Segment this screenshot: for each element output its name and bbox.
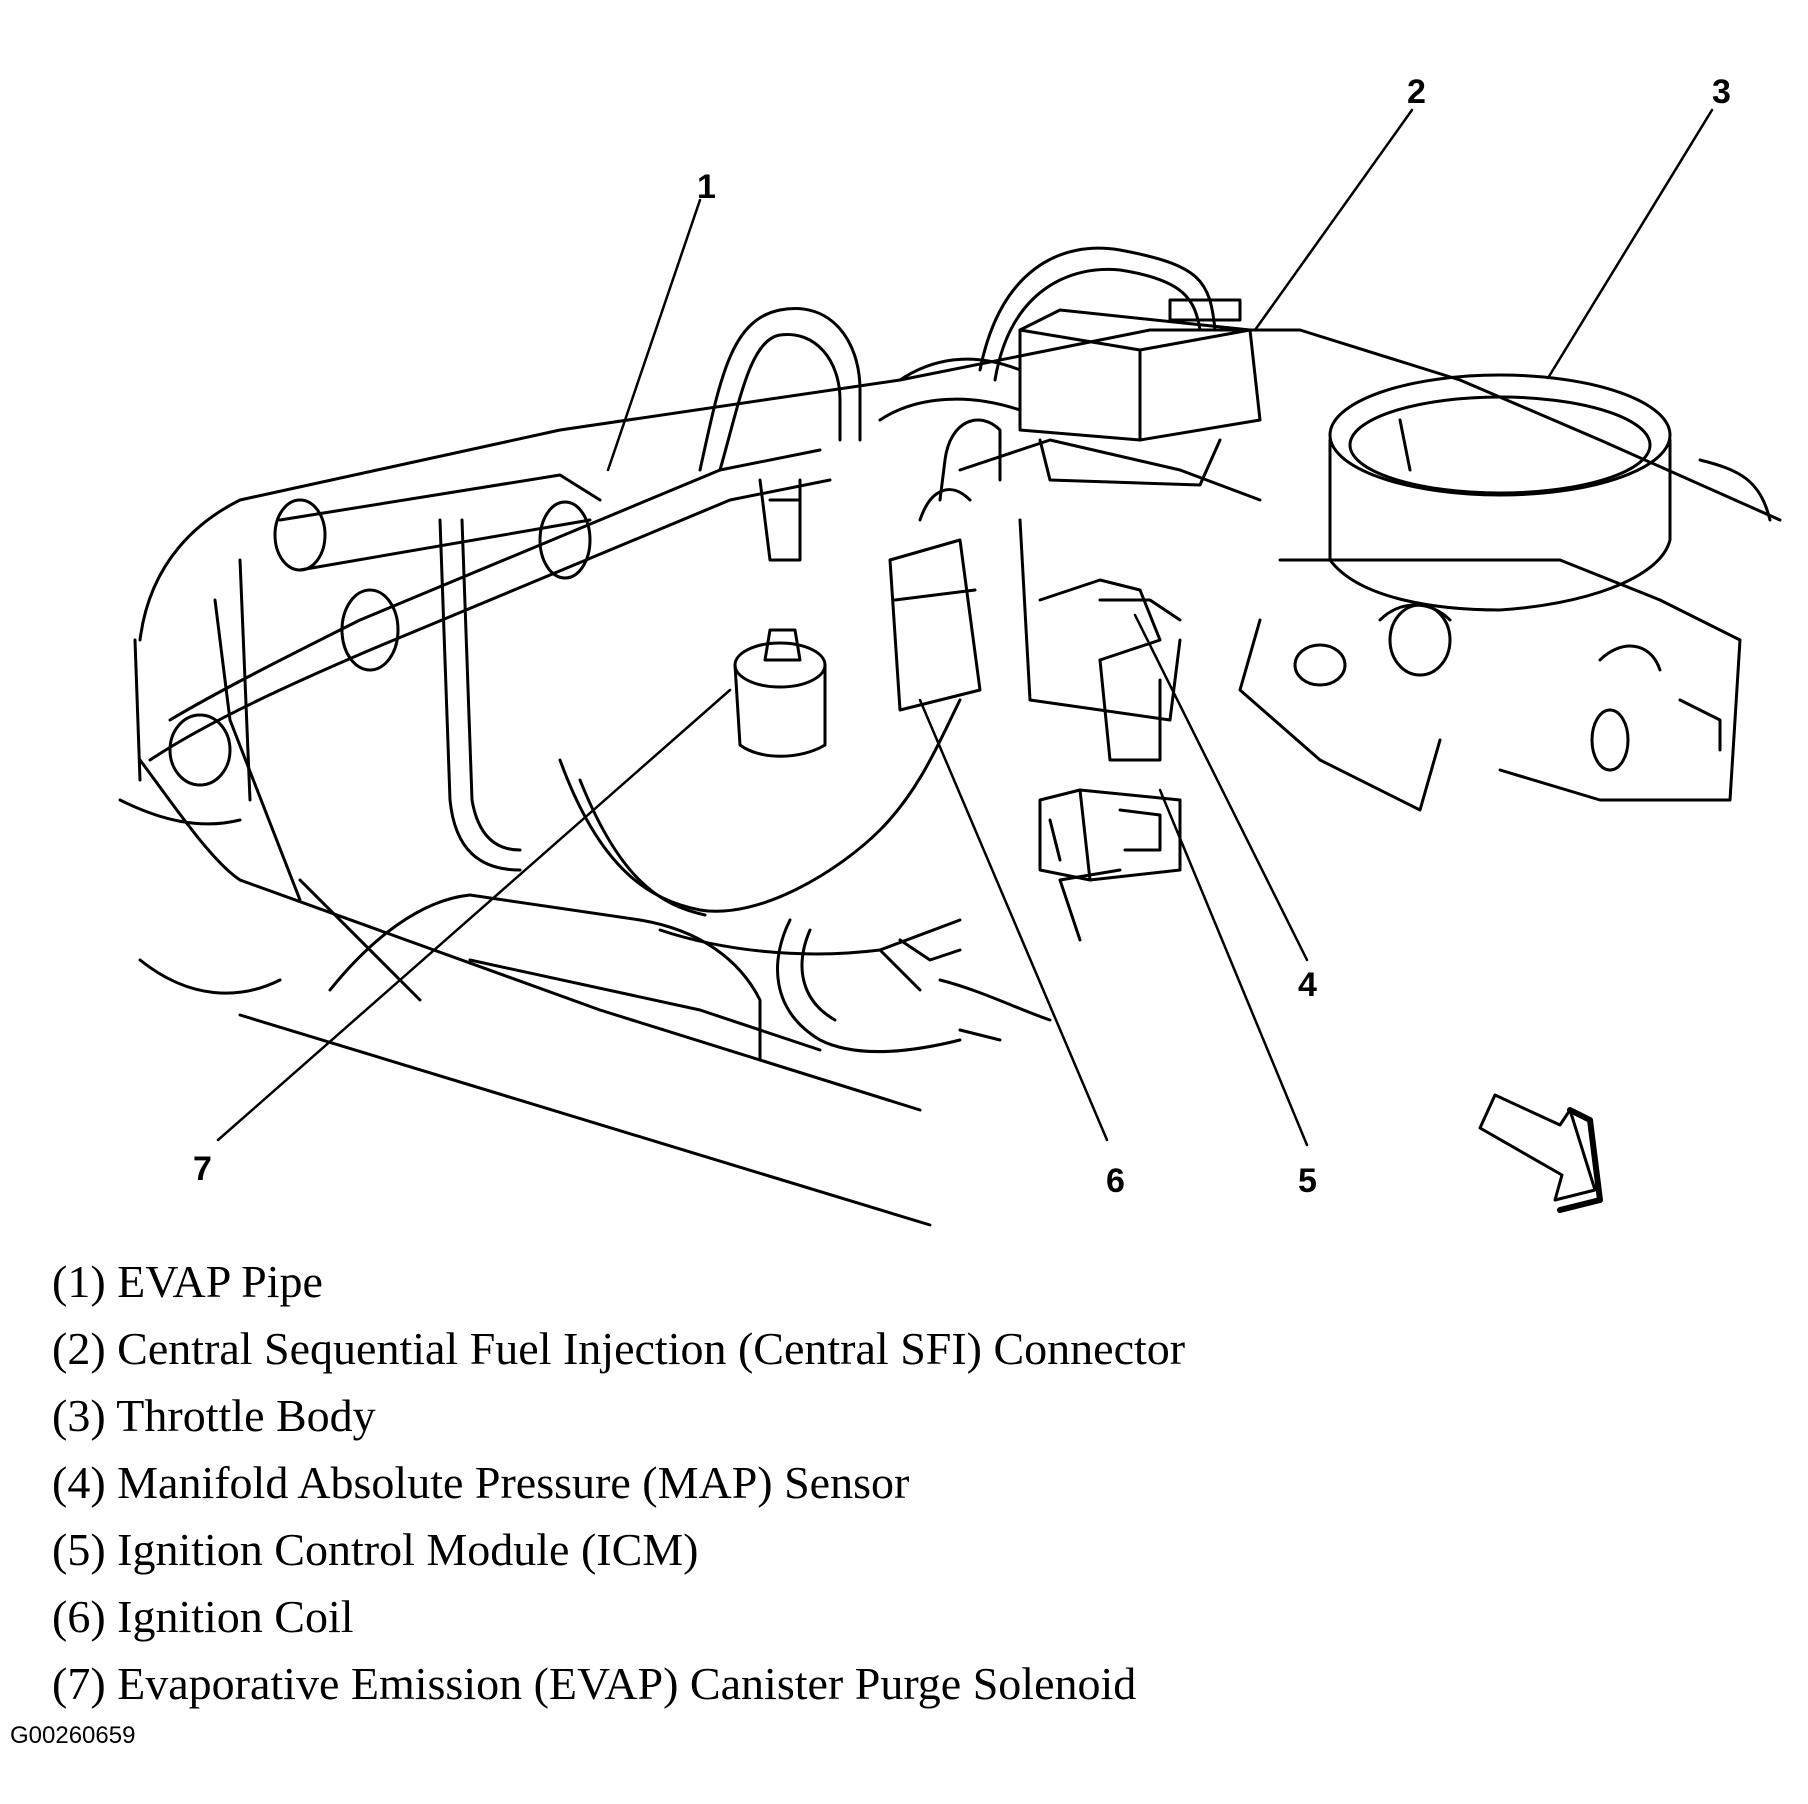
leader-line-6 [918, 698, 1109, 1142]
leader-lines [216, 108, 1714, 1147]
legend-item-evap-pipe: (1) EVAP Pipe [52, 1256, 323, 1307]
callout-1: 1 [697, 168, 716, 206]
dipstick-tube-drawing [438, 518, 522, 872]
component-legend: (1) EVAP Pipe (2) Central Sequential Fue… [52, 1248, 1752, 1717]
throttle-body-drawing [1238, 373, 1772, 812]
leader-line-2 [1253, 108, 1414, 332]
purge-solenoid-drawing [733, 478, 827, 758]
legend-item-throttle-body: (3) Throttle Body [52, 1390, 376, 1441]
figure-id: G00260659 [10, 1722, 136, 1749]
callout-2: 2 [1407, 73, 1426, 111]
callout-7: 7 [193, 1150, 212, 1188]
wiring-harness-drawing [118, 638, 1052, 1053]
view-direction-arrow [1478, 1093, 1603, 1213]
engine-component-diagram: 1 2 3 4 5 6 7 [118, 73, 1782, 1227]
legend-item-evap-purge-solenoid: (7) Evaporative Emission (EVAP) Canister… [52, 1658, 1137, 1709]
callout-3: 3 [1712, 73, 1731, 111]
intake-manifold-drawing [138, 328, 1782, 1227]
callout-6: 6 [1106, 1162, 1125, 1200]
central-sfi-connector-drawing [878, 298, 1262, 487]
legend-item-map-sensor: (4) Manifold Absolute Pressure (MAP) Sen… [52, 1457, 910, 1508]
legend-item-ignition-coil: (6) Ignition Coil [52, 1591, 354, 1642]
icm-drawing [1038, 788, 1182, 882]
evap-pipe-drawing [148, 448, 832, 787]
leader-line-3 [1546, 108, 1714, 380]
leader-line-7 [216, 688, 732, 1142]
legend-item-central-sfi-connector: (2) Central Sequential Fuel Injection (C… [52, 1323, 1186, 1374]
callout-5: 5 [1298, 1162, 1317, 1200]
leader-line-4 [1133, 613, 1309, 962]
ignition-coil-drawing [888, 418, 1182, 762]
leader-line-1 [606, 198, 702, 472]
legend-item-icm: (5) Ignition Control Module (ICM) [52, 1524, 699, 1575]
callout-4: 4 [1298, 966, 1317, 1004]
leader-line-5 [1158, 788, 1309, 1147]
